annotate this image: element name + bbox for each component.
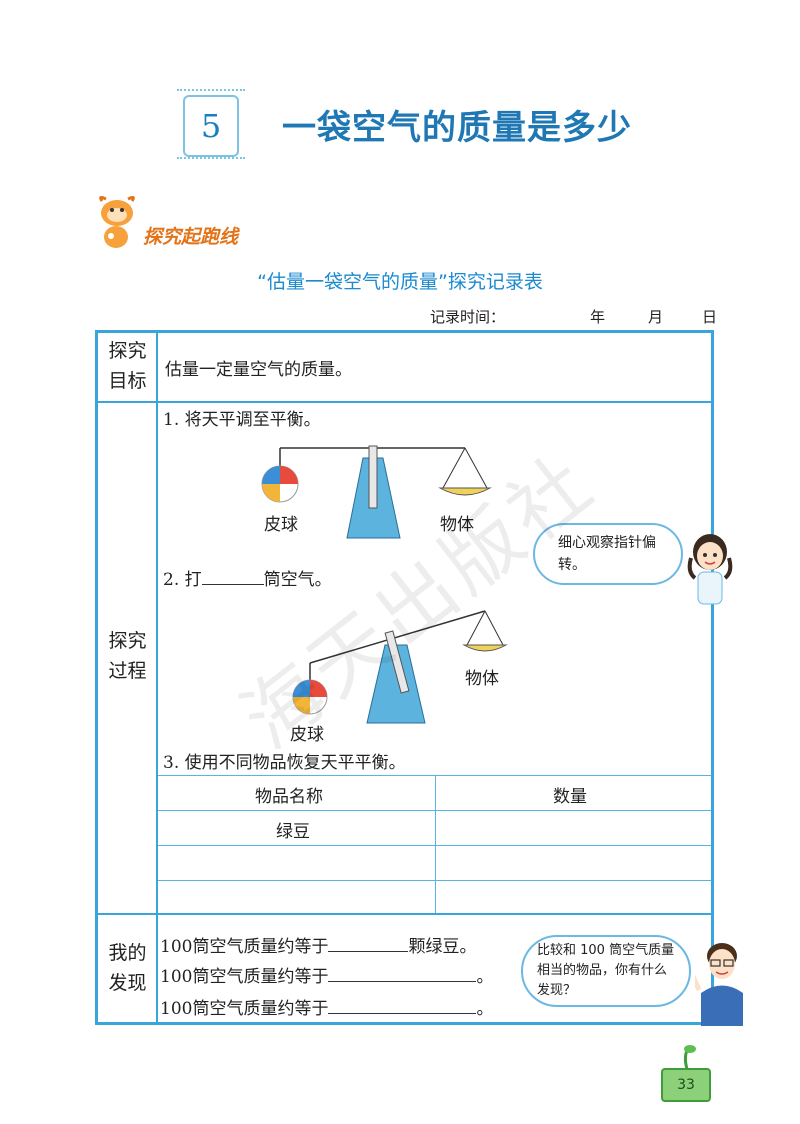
ball-label-1: 皮球 xyxy=(264,515,298,535)
finding-line-3: 100筒空气质量约等于。 xyxy=(160,997,494,1019)
subtable-header-item: 物品名称 xyxy=(255,787,323,807)
air-count-blank xyxy=(201,568,264,585)
table-title: “估量一袋空气的质量”探究记录表 xyxy=(257,271,543,293)
finding-blank-1[interactable] xyxy=(328,935,409,952)
balance-tilted-diagram xyxy=(292,610,508,724)
record-day: 日 xyxy=(702,308,718,326)
page-number: 33 xyxy=(661,1068,711,1102)
lesson-title: 一袋空气的质量是多少 xyxy=(282,108,632,148)
finding-line-1: 100筒空气质量约等于颗绿豆。 xyxy=(160,935,477,957)
lesson-number-badge: 5 xyxy=(177,89,245,159)
girl-character-icon xyxy=(687,534,733,605)
cow-mascot-icon xyxy=(99,195,135,248)
ball-label-2: 皮球 xyxy=(290,725,324,745)
balance-level-diagram xyxy=(261,445,492,539)
goal-label: 探究 目标 xyxy=(108,340,147,392)
finding-line-2: 100筒空气质量约等于。 xyxy=(160,965,494,987)
boy-speech-bubble: 比较和 100 筒空气质量相当的物品，你有什么发现？ xyxy=(521,935,691,1007)
subtable-cell-item-1: 绿豆 xyxy=(276,822,310,842)
object-label-1: 物体 xyxy=(440,515,474,535)
row-divider-1 xyxy=(98,401,711,403)
girl-speech-bubble: 细心观察指针偏转。 xyxy=(533,523,683,585)
findings-label: 我的 发现 xyxy=(108,942,147,994)
step-2-text: 2. 打筒空气。 xyxy=(163,568,332,590)
object-label-2: 物体 xyxy=(465,669,499,689)
boy-character-icon xyxy=(695,943,743,1026)
label-column-divider xyxy=(156,333,158,1022)
row-divider-2 xyxy=(98,913,711,915)
subtable-header-quantity: 数量 xyxy=(553,787,587,807)
finding-blank-2[interactable] xyxy=(328,965,477,982)
step-3-text: 3. 使用不同物品恢复天平平衡。 xyxy=(163,753,406,773)
goal-content: 估量一定量空气的质量。 xyxy=(165,360,352,380)
step-1-text: 1. 将天平调至平衡。 xyxy=(163,410,321,430)
finding-blank-3[interactable] xyxy=(328,997,477,1014)
lesson-number: 5 xyxy=(200,107,222,145)
page-tag-leaf-icon xyxy=(683,1045,696,1070)
record-time-label: 记录时间： xyxy=(430,308,506,326)
process-label: 探究 过程 xyxy=(108,630,147,682)
record-month: 月 xyxy=(648,308,664,326)
section-label: 探究起跑线 xyxy=(143,226,239,248)
record-table: 探究 目标 探究 过程 我的 发现 xyxy=(95,330,714,1025)
record-year: 年 xyxy=(590,308,606,326)
